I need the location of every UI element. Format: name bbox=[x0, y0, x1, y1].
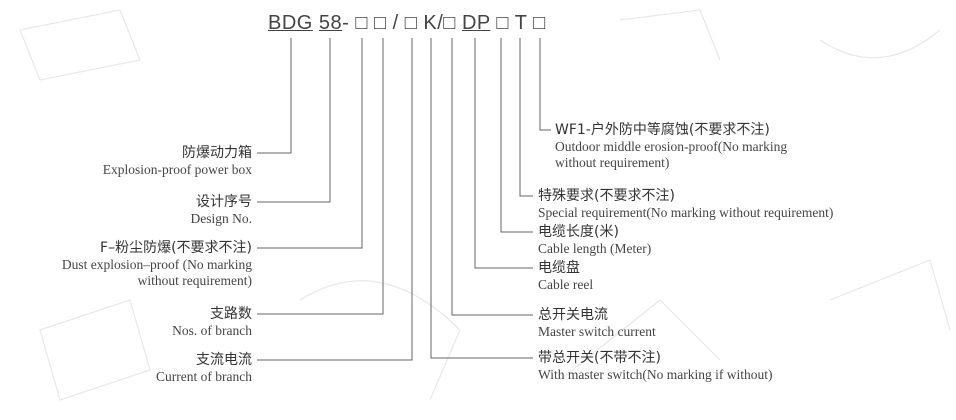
leader-master-current bbox=[451, 38, 533, 316]
label-zh: 总开关电流 bbox=[538, 307, 608, 323]
code-end: □ T □ bbox=[490, 12, 546, 34]
code-58: 58 bbox=[318, 12, 343, 34]
model-code: BDG 58- □ □ / □ K/□ DP □ T □ bbox=[268, 12, 546, 35]
label-zh: 支路数 bbox=[210, 306, 252, 322]
label-en: Explosion-proof power box bbox=[102, 162, 252, 177]
label-power-box: 防爆动力箱 Explosion-proof power box bbox=[103, 144, 252, 178]
label-en: Dust explosion–proof (No marking bbox=[61, 257, 252, 272]
label-zh: 电缆长度(米) bbox=[538, 224, 619, 240]
label-zh: WF1-户外防中等腐蚀(不要求不注) bbox=[555, 122, 770, 138]
label-wf1: WF1-户外防中等腐蚀(不要求不注) Outdoor middle erosio… bbox=[555, 121, 787, 171]
leader-branch-count bbox=[257, 38, 384, 315]
label-en: without requirement) bbox=[555, 155, 670, 170]
label-en: Master switch current bbox=[538, 324, 656, 339]
label-zh: F–粉尘防爆(不要求不注) bbox=[100, 240, 252, 256]
label-zh: 设计序号 bbox=[196, 194, 252, 210]
label-dust-proof: F–粉尘防爆(不要求不注) Dust explosion–proof (No m… bbox=[62, 239, 252, 289]
label-zh: 特殊要求(不要求不注) bbox=[538, 188, 675, 204]
label-special: 特殊要求(不要求不注) Special requirement(No marki… bbox=[538, 187, 833, 221]
leader-cable-reel bbox=[474, 38, 533, 269]
label-en: Special requirement(No marking without r… bbox=[538, 205, 834, 220]
label-master-current: 总开关电流 Master switch current bbox=[538, 306, 656, 340]
label-cable-reel: 电缆盘 Cable reel bbox=[538, 259, 593, 293]
label-en: Cable length (Meter) bbox=[538, 241, 652, 256]
leader-special bbox=[519, 38, 533, 197]
label-master-switch: 带总开关(不带不注) With master switch(No marking… bbox=[538, 349, 773, 383]
code-mid: - □ □ / □ K/□ bbox=[342, 12, 462, 34]
leader-master-switch bbox=[430, 38, 533, 359]
code-dp: DP bbox=[461, 12, 491, 34]
label-zh: 电缆盘 bbox=[538, 260, 580, 276]
label-design-no: 设计序号 Design No. bbox=[191, 193, 253, 227]
label-en: without requirement) bbox=[137, 273, 252, 288]
label-zh: 带总开关(不带不注) bbox=[538, 350, 661, 366]
label-en: Current of branch bbox=[156, 369, 252, 384]
label-cable-length: 电缆长度(米) Cable length (Meter) bbox=[538, 223, 651, 257]
code-bdg: BDG bbox=[268, 12, 313, 34]
leader-58 bbox=[257, 38, 331, 203]
label-zh: 支流电流 bbox=[196, 352, 252, 368]
label-branch-current: 支流电流 Current of branch bbox=[156, 351, 252, 385]
label-zh: 防爆动力箱 bbox=[182, 145, 252, 161]
label-branch-count: 支路数 Nos. of branch bbox=[172, 305, 252, 339]
label-en: Cable reel bbox=[538, 277, 594, 292]
leader-wf1 bbox=[539, 38, 551, 131]
leader-cable-length bbox=[500, 38, 533, 233]
leader-bdg bbox=[257, 38, 292, 154]
label-en: Design No. bbox=[190, 211, 253, 226]
leader-branch-current bbox=[257, 38, 413, 361]
label-en: Outdoor middle erosion-proof(No marking bbox=[555, 139, 788, 154]
label-en: With master switch(No marking if without… bbox=[538, 367, 773, 382]
label-en: Nos. of branch bbox=[172, 323, 252, 338]
leader-dust bbox=[257, 38, 363, 249]
